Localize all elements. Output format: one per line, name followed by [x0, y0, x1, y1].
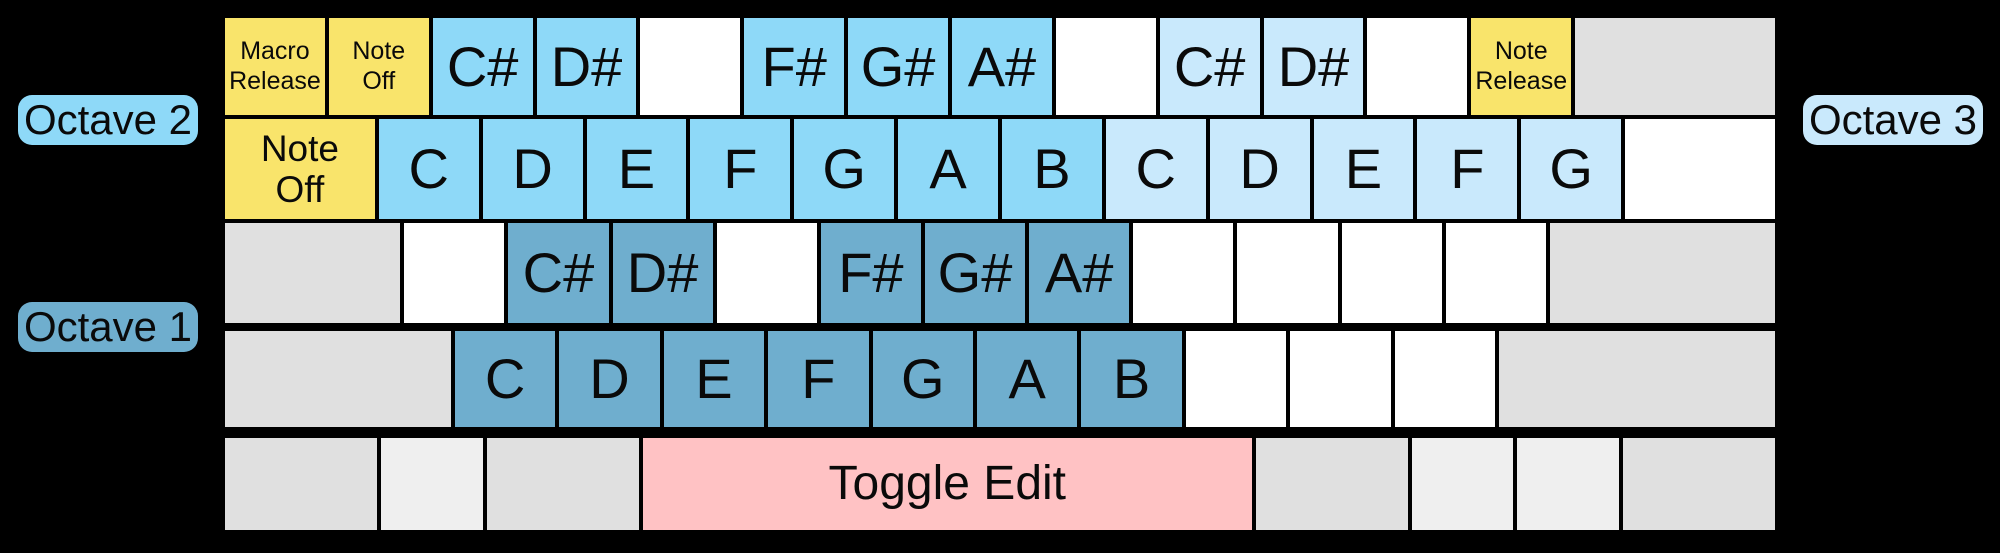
key-d-sharp[interactable]: D# — [534, 16, 639, 117]
key-b[interactable]: B — [1079, 329, 1184, 429]
key-spacer[interactable] — [223, 436, 380, 532]
key-f[interactable]: F — [1415, 117, 1520, 221]
key-spacer[interactable] — [1573, 16, 1777, 117]
key-b[interactable]: B — [999, 117, 1104, 221]
key-spacer[interactable] — [1253, 436, 1410, 532]
key-macro-release[interactable]: Macro Release — [223, 16, 327, 117]
key-a[interactable]: A — [974, 329, 1080, 429]
key-c[interactable]: C — [376, 117, 481, 221]
key-blank[interactable] — [1365, 16, 1470, 117]
key-spacer[interactable] — [223, 329, 453, 429]
key-blank[interactable] — [714, 221, 819, 325]
key-g-sharp[interactable]: G# — [846, 16, 951, 117]
key-f-sharp[interactable]: F# — [818, 221, 923, 325]
key-spacer[interactable] — [379, 436, 485, 532]
octave-1-label: Octave 1 — [18, 302, 198, 352]
key-g[interactable]: G — [1519, 117, 1624, 221]
key-note-off[interactable]: Note Off — [326, 16, 431, 117]
key-spacer[interactable] — [1515, 436, 1621, 532]
key-f-sharp[interactable]: F# — [742, 16, 847, 117]
key-toggle-edit[interactable]: Toggle Edit — [640, 436, 1254, 532]
key-d[interactable]: D — [1207, 117, 1312, 221]
key-spacer[interactable] — [1547, 221, 1778, 325]
key-e[interactable]: E — [1311, 117, 1416, 221]
key-blank[interactable] — [1443, 221, 1548, 325]
key-g[interactable]: G — [792, 117, 897, 221]
octave-2-label: Octave 2 — [18, 95, 198, 145]
key-d[interactable]: D — [480, 117, 585, 221]
key-f[interactable]: F — [688, 117, 793, 221]
key-e[interactable]: E — [661, 329, 767, 429]
key-c-sharp[interactable]: C# — [506, 221, 611, 325]
keyboard-row-home-row: C#D# F#G#A# — [223, 221, 1778, 325]
keyboard-row-bottom-row: Toggle Edit — [223, 436, 1778, 532]
key-d[interactable]: D — [557, 329, 662, 429]
key-blank[interactable] — [1235, 221, 1340, 325]
key-blank[interactable] — [1339, 221, 1444, 325]
key-spacer[interactable] — [1409, 436, 1516, 532]
key-d-sharp[interactable]: D# — [610, 221, 715, 325]
key-g[interactable]: G — [870, 329, 975, 429]
key-spacer[interactable] — [484, 436, 641, 532]
key-c-sharp[interactable]: C# — [1157, 16, 1262, 117]
key-a-sharp[interactable]: A# — [950, 16, 1054, 117]
octave-3-label: Octave 3 — [1803, 95, 1983, 145]
key-blank[interactable] — [1053, 16, 1158, 117]
key-blank[interactable] — [1623, 117, 1777, 221]
key-spacer[interactable] — [223, 221, 403, 325]
key-e[interactable]: E — [584, 117, 689, 221]
key-blank[interactable] — [1131, 221, 1236, 325]
key-g-sharp[interactable]: G# — [922, 221, 1028, 325]
key-c[interactable]: C — [1103, 117, 1208, 221]
key-f[interactable]: F — [766, 329, 871, 429]
key-blank[interactable] — [1183, 329, 1289, 429]
key-blank[interactable] — [402, 221, 507, 325]
key-c[interactable]: C — [452, 329, 558, 429]
key-spacer[interactable] — [1620, 436, 1778, 532]
key-a[interactable]: A — [896, 117, 1000, 221]
key-blank[interactable] — [1392, 329, 1497, 429]
key-c-sharp[interactable]: C# — [430, 16, 535, 117]
key-blank[interactable] — [1288, 329, 1393, 429]
key-note-off[interactable]: Note Off — [223, 117, 377, 221]
key-a-sharp[interactable]: A# — [1027, 221, 1132, 325]
key-blank[interactable] — [638, 16, 743, 117]
key-note-release[interactable]: Note Release — [1469, 16, 1574, 117]
key-d-sharp[interactable]: D# — [1261, 16, 1366, 117]
key-spacer[interactable] — [1496, 329, 1778, 429]
